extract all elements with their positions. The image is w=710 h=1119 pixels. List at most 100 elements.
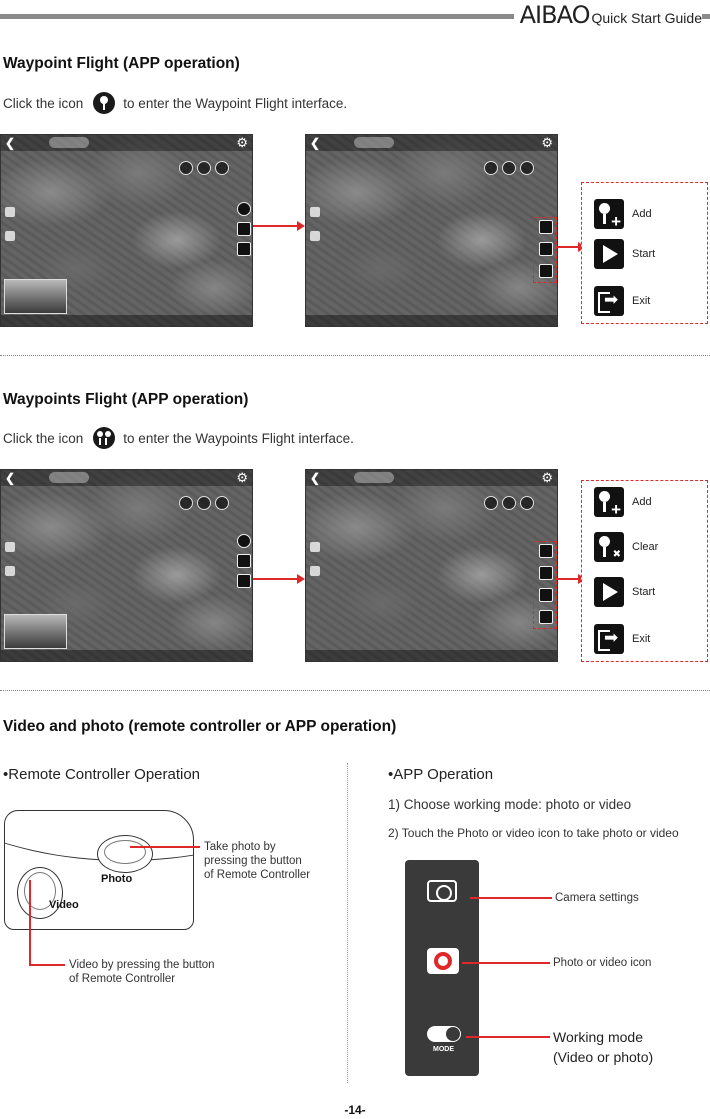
status-bar — [306, 135, 557, 151]
brand-guide-title: Quick Start Guide — [591, 10, 703, 26]
waypoint-button[interactable] — [237, 534, 251, 548]
instruction-text-after: to enter the Waypoints Flight interface. — [123, 430, 354, 446]
map-layer-icon[interactable] — [520, 161, 534, 175]
camera-preview[interactable] — [4, 614, 67, 649]
brand: AIBAO Quick Start Guide — [513, 1, 703, 29]
map-info-icon[interactable] — [197, 496, 211, 510]
section-divider — [0, 690, 710, 691]
column-divider — [347, 763, 348, 1083]
photo-button — [97, 835, 153, 873]
status-pill — [49, 137, 89, 148]
highlight-box — [533, 217, 557, 283]
callout-video: Video by pressing the button of Remote C… — [69, 959, 215, 985]
exit-icon — [594, 286, 624, 316]
section-divider — [0, 355, 710, 356]
map-terrain — [306, 135, 557, 326]
back-icon[interactable]: ❮ — [310, 136, 321, 150]
status-pill — [354, 137, 394, 148]
callout-line-photo — [130, 846, 200, 848]
arrow-legend2 — [556, 574, 586, 584]
takeoff-icon[interactable] — [310, 207, 320, 217]
start-button[interactable] — [539, 242, 553, 256]
waypoint-mode-button[interactable] — [237, 222, 251, 236]
highlight-box — [533, 541, 557, 629]
video-button — [17, 867, 63, 919]
callout-photo: Take photo by pressing the button of Rem… — [204, 841, 311, 881]
mode-toggle[interactable] — [427, 1026, 461, 1042]
takeoff-icon[interactable] — [5, 542, 15, 552]
map-info-icon[interactable] — [502, 161, 516, 175]
callout-line-camera-settings — [470, 897, 552, 899]
land-icon[interactable] — [310, 231, 320, 241]
exit-button[interactable] — [539, 264, 553, 278]
photo-button-label: Photo — [101, 873, 133, 885]
instruction-text-before: Click the icon — [3, 95, 84, 111]
add-waypoint-button[interactable] — [539, 220, 553, 234]
exit-button[interactable] — [539, 610, 553, 624]
gear-icon[interactable]: ⚙ — [236, 470, 248, 485]
takeoff-icon[interactable] — [5, 207, 15, 217]
arrow-legend1 — [556, 242, 586, 252]
play-icon — [594, 239, 624, 269]
back-icon[interactable]: ❮ — [310, 471, 321, 485]
play-icon — [594, 577, 624, 607]
instruction-text-after: to enter the Waypoint Flight interface. — [123, 95, 348, 111]
camera-preview[interactable] — [4, 279, 67, 314]
legend-item-start: Start — [594, 239, 655, 269]
map-target-icon[interactable] — [179, 161, 193, 175]
telemetry-bar — [1, 650, 252, 661]
callout-line-mode — [466, 1036, 550, 1038]
waypoint-button[interactable] — [237, 202, 251, 216]
legend-waypoint: Add Start Exit — [581, 182, 708, 324]
app-camera-panel: MODE — [405, 860, 479, 1076]
legend-item-add: Add — [594, 199, 652, 232]
map-target-icon[interactable] — [484, 496, 498, 510]
map-layer-icon[interactable] — [215, 161, 229, 175]
legend-item-exit: Exit — [594, 624, 650, 654]
status-bar — [306, 470, 557, 486]
waypoint-icon — [93, 92, 116, 114]
page-number: -14- — [344, 1103, 366, 1117]
exit-icon — [594, 624, 624, 654]
add-waypoint-button[interactable] — [539, 544, 553, 558]
callout-camera-settings: Camera settings — [555, 892, 639, 904]
clear-button[interactable] — [539, 566, 553, 580]
legend-item-start: Start — [594, 577, 655, 607]
map-info-icon[interactable] — [502, 496, 516, 510]
back-icon[interactable]: ❮ — [5, 136, 16, 150]
waypoint-mode-button[interactable] — [237, 554, 251, 568]
map-target-icon[interactable] — [179, 496, 193, 510]
land-icon[interactable] — [5, 566, 15, 576]
start-button[interactable] — [539, 588, 553, 602]
map-layer-icon[interactable] — [520, 496, 534, 510]
map-target-icon[interactable] — [484, 161, 498, 175]
waypoints-mode-button[interactable] — [237, 574, 251, 588]
arrow-screen2 — [253, 574, 305, 584]
section-title-waypoints: Waypoints Flight (APP operation) — [3, 391, 249, 408]
status-pill — [354, 472, 394, 483]
app-screen-map: ❮ ⚙ — [0, 134, 253, 327]
telemetry-bar — [306, 650, 557, 661]
step-1: 1) Choose working mode: photo or video — [388, 797, 632, 812]
land-icon[interactable] — [5, 231, 15, 241]
map-terrain — [306, 470, 557, 661]
gear-icon[interactable]: ⚙ — [541, 135, 553, 150]
takeoff-icon[interactable] — [310, 542, 320, 552]
add-waypoint-icon — [594, 487, 624, 520]
legend-item-exit: Exit — [594, 286, 650, 316]
instruction-waypoints: Click the icon to enter the Waypoints Fl… — [3, 427, 354, 449]
shutter-icon[interactable] — [427, 948, 459, 974]
gear-icon[interactable]: ⚙ — [541, 470, 553, 485]
camera-settings-icon[interactable] — [427, 880, 457, 902]
map-info-icon[interactable] — [197, 161, 211, 175]
map-layer-icon[interactable] — [215, 496, 229, 510]
back-icon[interactable]: ❮ — [5, 471, 16, 485]
gear-icon[interactable]: ⚙ — [236, 135, 248, 150]
waypoints-icon — [93, 427, 116, 449]
status-bar — [1, 470, 252, 486]
land-icon[interactable] — [310, 566, 320, 576]
callout-line-photo-icon — [462, 962, 550, 964]
video-button-label: Video — [49, 899, 79, 911]
waypoints-mode-button[interactable] — [237, 242, 251, 256]
arrow-screen1 — [253, 221, 305, 231]
